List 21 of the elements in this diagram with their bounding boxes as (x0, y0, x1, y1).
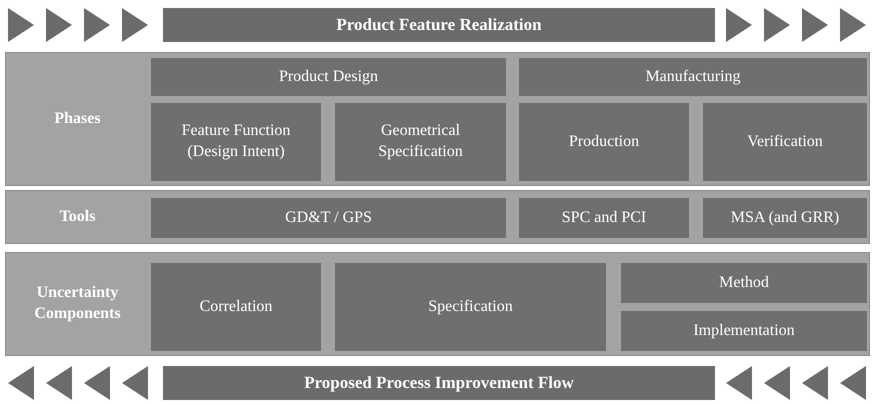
category-box: Implementation (621, 311, 867, 351)
banner-bar: Proposed Process Improvement Flow (163, 366, 715, 400)
category-box: Specification (335, 263, 606, 351)
section-panel (5, 52, 870, 186)
category-box: Production (519, 103, 689, 181)
section-label: Phases (54, 108, 101, 129)
category-box: Manufacturing (519, 58, 867, 96)
section-label: Uncertainty Components (33, 283, 122, 324)
category-box: SPC and PCI (519, 198, 689, 238)
category-box: Method (621, 263, 867, 303)
section-panel (5, 190, 870, 244)
section-label: Tools (60, 206, 96, 227)
section-panel (5, 252, 870, 356)
category-box: Correlation (151, 263, 321, 351)
category-box: MSA (and GRR) (703, 198, 867, 238)
banner-bar: Product Feature Realization (163, 8, 715, 42)
category-box: GD&T / GPS (151, 198, 506, 238)
category-box: Feature Function (Design Intent) (151, 103, 321, 181)
category-box: Geometrical Specification (335, 103, 506, 181)
category-box: Product Design (151, 58, 506, 96)
category-box: Verification (703, 103, 867, 181)
